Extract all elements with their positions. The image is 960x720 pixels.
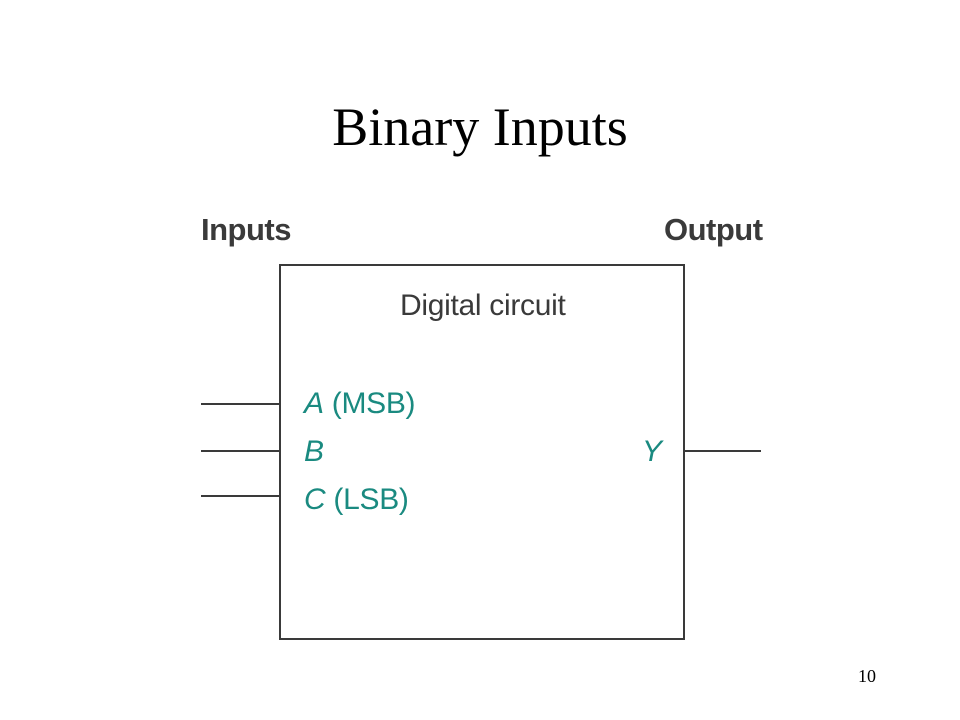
signal-a-label: A (MSB) [304,384,416,424]
signal-b-name: B [304,435,324,468]
signal-c-note: (LSB) [325,483,409,516]
output-heading: Output [664,212,763,247]
signal-a-name: A [304,387,324,420]
signal-y-name: Y [642,435,662,468]
circuit-box [279,264,685,640]
inputs-heading: Inputs [201,212,292,247]
input-wire-c [201,495,279,497]
input-wire-a [201,403,279,405]
signal-c-label: C (LSB) [304,480,409,520]
circuit-label: Digital circuit [400,289,566,322]
signal-b-label: B [304,432,324,472]
page-number: 10 [858,666,876,686]
output-wire-y [683,450,761,452]
input-wire-b [201,450,279,452]
signal-y-label: Y [642,432,662,472]
signal-a-note: (MSB) [323,387,416,420]
slide-title: Binary Inputs [332,97,628,157]
signal-c-name: C [304,483,326,516]
